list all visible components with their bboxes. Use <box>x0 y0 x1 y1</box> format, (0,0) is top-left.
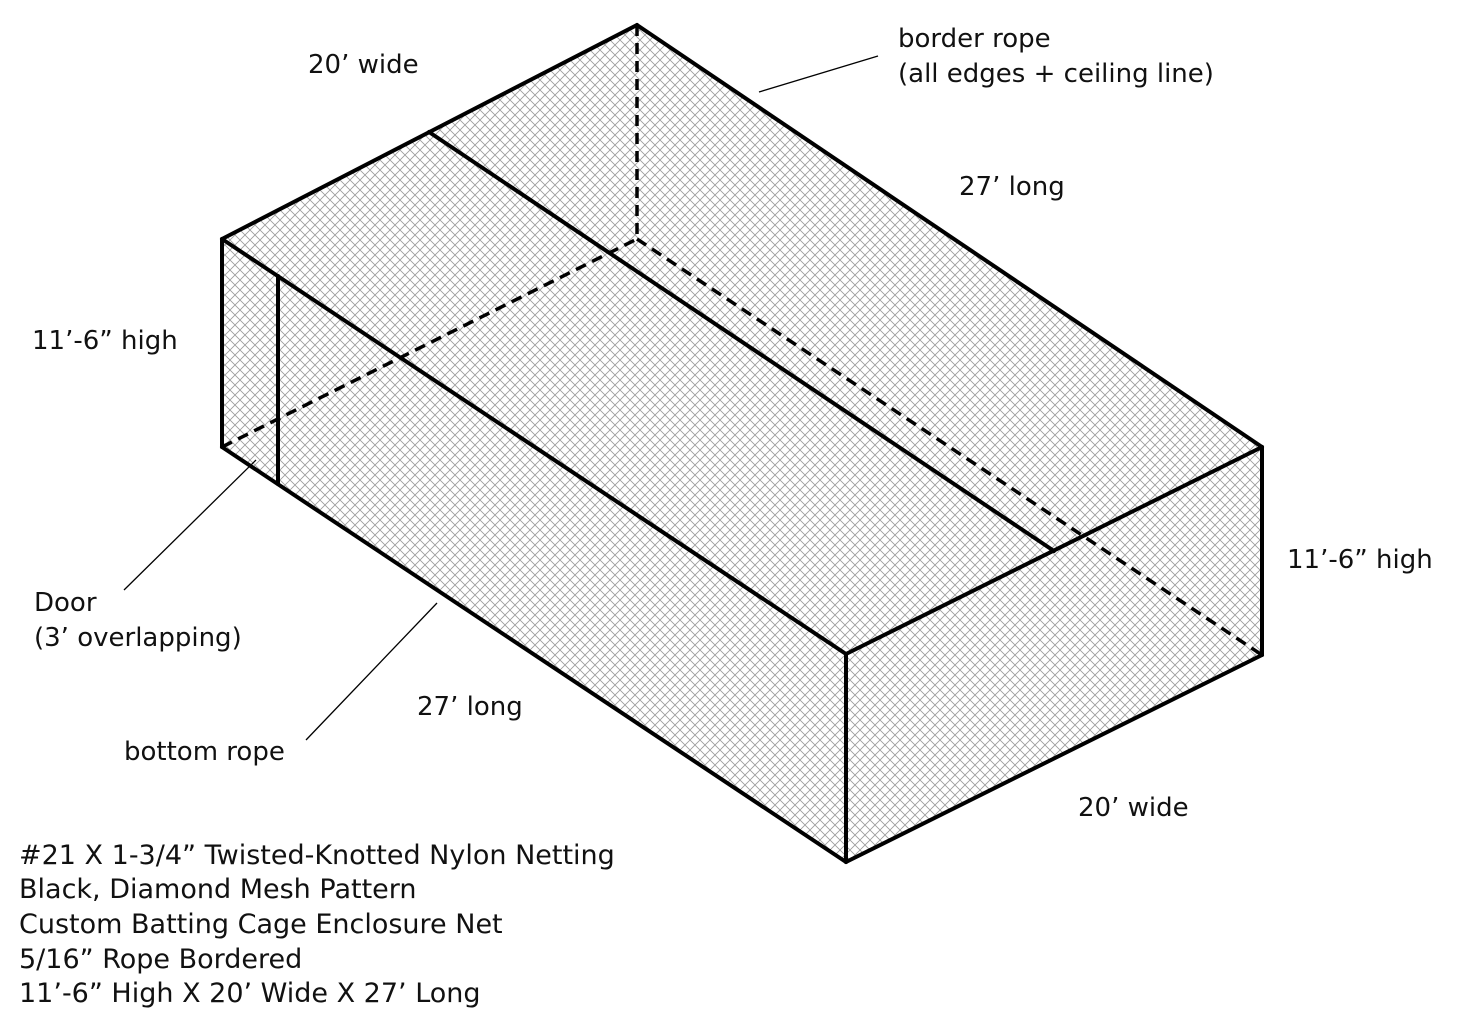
bottom-rope-front-left <box>220 445 848 864</box>
bottom-width-label: 20’ wide <box>1078 793 1189 823</box>
bottom-rope-front-right <box>844 653 1264 864</box>
spec-line-5: 11’-6” High X 20’ Wide X 27’ Long <box>19 978 481 1009</box>
spec-line-3: Custom Batting Cage Enclosure Net <box>19 909 503 940</box>
hidden-back-bottom-edge <box>221 237 638 449</box>
border-rope-edges <box>220 23 1264 864</box>
spec-line-1: #21 X 1-3/4” Twisted-Knotted Nylon Netti… <box>19 840 615 871</box>
right-height-label: 11’-6” high <box>1287 545 1433 575</box>
border-rope-label: border rope <box>898 24 1051 54</box>
top-length-label: 27’ long <box>959 172 1065 202</box>
spec-line-2: Black, Diamond Mesh Pattern <box>19 874 417 905</box>
border-rope-leader <box>758 55 879 93</box>
door-label: Door <box>34 588 97 618</box>
net-mesh <box>222 25 1262 862</box>
bottom-rope-label: bottom rope <box>124 737 285 767</box>
edge-top-back-right <box>635 23 1264 449</box>
leader-lines <box>123 55 879 741</box>
front-right-face-mesh <box>846 447 1262 862</box>
top-width-label: 20’ wide <box>308 50 419 80</box>
front-left-face-mesh <box>222 239 846 862</box>
spec-line-4: 5/16” Rope Bordered <box>19 944 302 975</box>
left-height-label: 11’-6” high <box>32 326 178 356</box>
hidden-edges <box>221 25 1263 657</box>
edge-top-front-left <box>220 237 848 656</box>
door-note: (3’ overlapping) <box>34 623 242 653</box>
spec-block: #21 X 1-3/4” Twisted-Knotted Nylon Netti… <box>19 840 615 1009</box>
door-leader <box>123 459 257 591</box>
bottom-rope-leader <box>305 602 438 741</box>
bottom-length-label: 27’ long <box>417 692 523 722</box>
border-rope-note: (all edges + ceiling line) <box>898 59 1214 89</box>
ceiling-line <box>427 130 1056 553</box>
